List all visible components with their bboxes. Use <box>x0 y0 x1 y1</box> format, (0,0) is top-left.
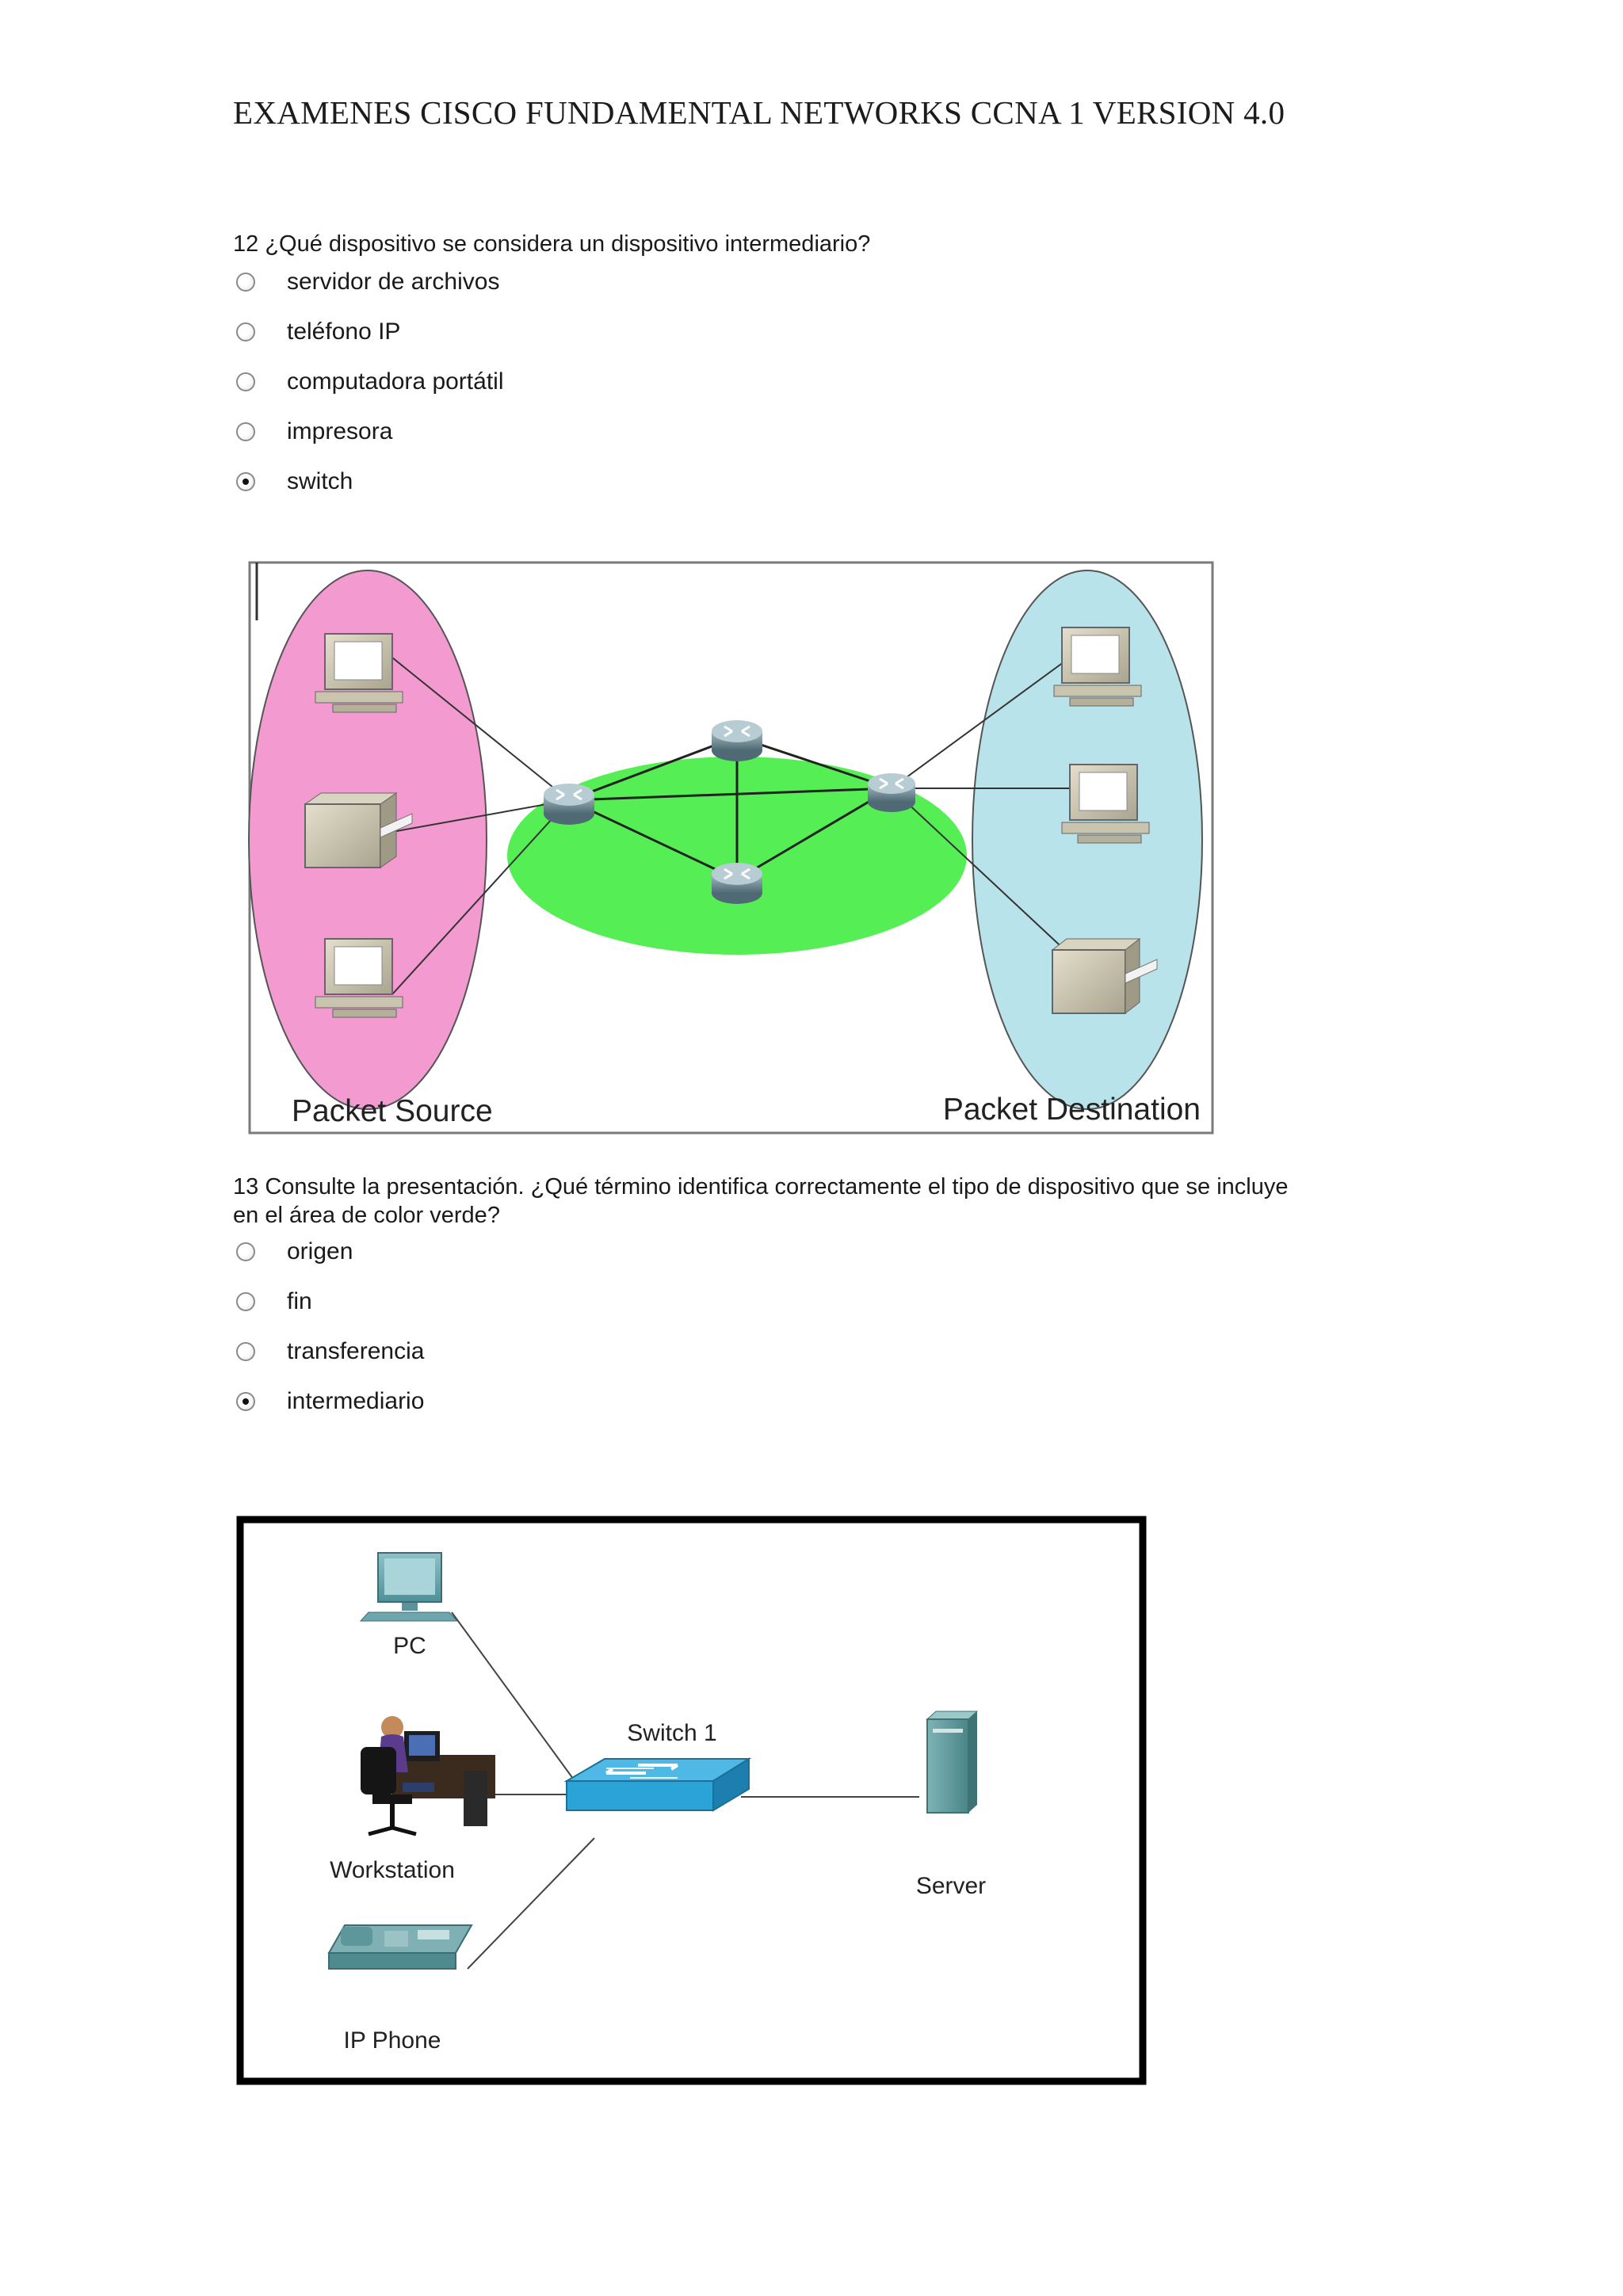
q12-option-2[interactable]: teléfono IP <box>233 316 400 348</box>
switch-icon <box>563 1757 752 1812</box>
q12-option-5[interactable]: switch <box>233 466 353 498</box>
computer-icon <box>315 633 403 713</box>
printer-icon <box>304 792 413 868</box>
q13-option-2[interactable]: fin <box>233 1286 312 1318</box>
switch-label: Switch 1 <box>627 1720 716 1746</box>
question-12-text: 12 ¿Qué dispositivo se considera un disp… <box>233 231 871 257</box>
packet-destination-label: Packet Destination <box>943 1093 1201 1127</box>
computer-icon <box>315 938 403 1018</box>
q12-option-4[interactable]: impresora <box>233 416 392 448</box>
option-label: fin <box>287 1288 312 1314</box>
q13-option-4[interactable]: intermediario <box>233 1386 424 1417</box>
ip-phone-icon <box>327 1924 473 1970</box>
radio-button[interactable] <box>236 372 255 391</box>
radio-button-selected[interactable] <box>236 472 255 491</box>
q12-option-1[interactable]: servidor de archivos <box>233 266 499 298</box>
packet-source-label: Packet Source <box>292 1094 493 1128</box>
radio-button-selected[interactable] <box>236 1392 255 1411</box>
q12-option-3[interactable]: computadora portátil <box>233 366 504 398</box>
option-label: intermediario <box>287 1388 425 1414</box>
question-13-line-2: en el área de color verde? <box>233 1203 500 1228</box>
document-title: EXAMENES CISCO FUNDAMENTAL NETWORKS CCNA… <box>233 94 1285 131</box>
server-label: Server <box>916 1873 986 1899</box>
q13-option-1[interactable]: origen <box>233 1236 353 1268</box>
option-label: switch <box>287 468 353 494</box>
question-13-line-1: 13 Consulte la presentación. ¿Qué términ… <box>233 1174 1289 1199</box>
option-label: impresora <box>287 418 393 444</box>
radio-button[interactable] <box>236 1292 255 1311</box>
radio-button[interactable] <box>236 273 255 292</box>
option-label: servidor de archivos <box>287 269 500 295</box>
option-label: teléfono IP <box>287 318 401 345</box>
printer-icon <box>1051 937 1158 1015</box>
option-label: origen <box>287 1238 353 1264</box>
option-label: computadora portátil <box>287 368 504 395</box>
radio-button[interactable] <box>236 1342 255 1361</box>
radio-button[interactable] <box>236 422 255 441</box>
pc-label: PC <box>393 1633 426 1659</box>
router-icon <box>868 773 915 812</box>
q13-option-3[interactable]: transferencia <box>233 1336 424 1367</box>
option-label: transferencia <box>287 1338 425 1364</box>
router-icon <box>712 863 762 904</box>
pc-icon <box>359 1552 459 1622</box>
question-13-text: 13 Consulte la presentación. ¿Qué términ… <box>233 1173 1406 1230</box>
network-diagram-packet-flow: Packet Source Packet Destination <box>248 561 1214 1135</box>
router-icon <box>544 784 594 825</box>
workstation-label: Workstation <box>330 1857 455 1883</box>
network-diagram-switch-topology: PC Workstation IP Phone Switch 1 <box>236 1516 1147 2085</box>
computer-icon <box>1061 764 1150 844</box>
workstation-icon <box>361 1716 495 1836</box>
router-icon <box>712 720 762 761</box>
computer-icon <box>1053 627 1142 707</box>
ip-phone-label: IP Phone <box>344 2027 441 2054</box>
radio-button[interactable] <box>236 322 255 341</box>
server-icon <box>926 1711 979 1814</box>
radio-button[interactable] <box>236 1242 255 1261</box>
